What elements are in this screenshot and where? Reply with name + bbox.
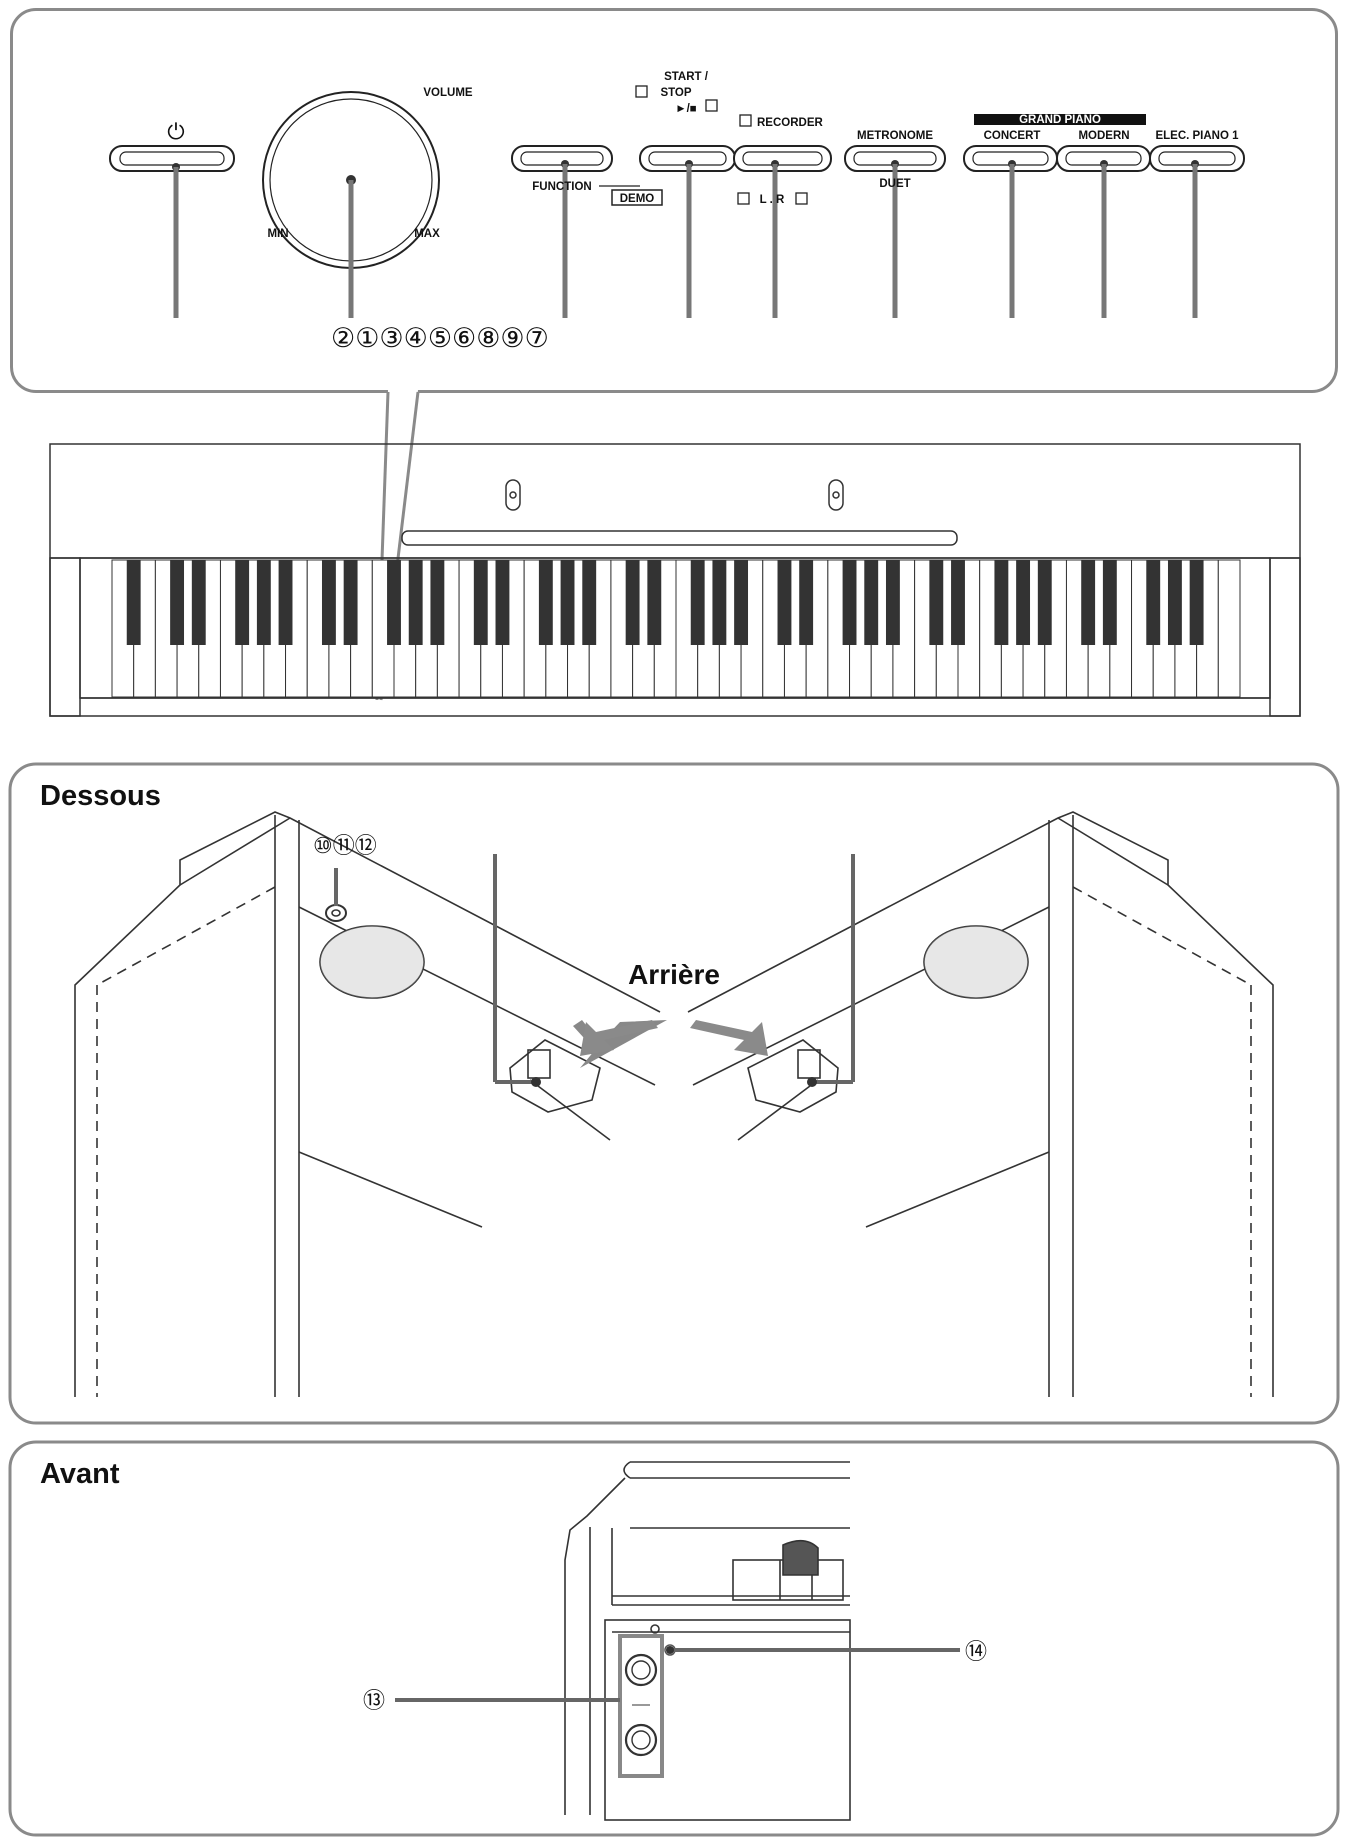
- black-key: [343, 560, 358, 645]
- rear-arrow-right-icon: [690, 1020, 768, 1056]
- recorder-label: RECORDER: [757, 117, 824, 129]
- black-key: [126, 560, 141, 645]
- control-panel-callout: [10, 8, 1338, 393]
- black-key: [560, 560, 575, 645]
- front-panel: [8, 1440, 1340, 1837]
- black-key: [1167, 560, 1182, 645]
- start-label: START /: [664, 71, 709, 83]
- black-key: [734, 560, 749, 645]
- metronome-label: METRONOME: [857, 130, 933, 142]
- duet-label: DUET: [879, 178, 910, 190]
- black-key: [321, 560, 336, 645]
- black-key: [191, 560, 206, 645]
- rear-label: Arrière: [628, 959, 720, 990]
- black-key: [538, 560, 553, 645]
- volume-max-label: MAX: [414, 228, 440, 240]
- grand-piano-label: GRAND PIANO: [1019, 114, 1101, 126]
- underside-title: Dessous: [40, 780, 161, 812]
- black-key: [994, 560, 1009, 645]
- black-key: [842, 560, 857, 645]
- piano-illustration: [49, 443, 1301, 717]
- black-key: [929, 560, 944, 645]
- power-button[interactable]: [109, 145, 235, 172]
- callout-numbers-underside: ⑩⑪⑫: [313, 833, 377, 858]
- recorder-button[interactable]: [733, 145, 832, 172]
- black-key: [712, 560, 727, 645]
- power-symbol-icon: ⏻: [167, 119, 184, 144]
- black-key: [256, 560, 271, 645]
- callout-14: ⑭: [965, 1639, 987, 1664]
- elec-piano-label: ELEC. PIANO 1: [1155, 130, 1239, 142]
- front-view: [564, 1461, 851, 1821]
- rear-arrow-left-shape: [580, 1020, 658, 1056]
- black-key: [951, 560, 965, 645]
- volume-label: VOLUME: [423, 87, 473, 99]
- black-key: [387, 560, 401, 645]
- black-key: [799, 560, 814, 645]
- black-key: [1081, 560, 1096, 645]
- black-key: [690, 560, 705, 645]
- black-key: [170, 560, 185, 645]
- black-key: [495, 560, 510, 645]
- black-key: [1102, 560, 1117, 645]
- black-key: [1146, 560, 1161, 645]
- callout-numbers-top: ②①③④⑤⑥⑧⑨⑦: [331, 323, 549, 353]
- lr-label: L . R: [760, 194, 785, 206]
- callout-13: ⑬: [363, 1688, 385, 1713]
- concert-label: CONCERT: [984, 130, 1041, 142]
- black-key: [885, 560, 900, 645]
- underside-left: [74, 811, 661, 1397]
- black-key: [430, 560, 445, 645]
- black-key: [473, 560, 488, 645]
- black-key: [864, 560, 879, 645]
- volume-min-label: MIN: [267, 228, 288, 240]
- black-key: [408, 560, 423, 645]
- black-key: [1016, 560, 1031, 645]
- stop-label: STOP: [660, 87, 691, 99]
- grand-piano-bar: [974, 114, 1146, 125]
- black-key: [777, 560, 792, 645]
- demo-label: DEMO: [620, 193, 655, 205]
- function-label: FUNCTION: [532, 181, 591, 193]
- underside-panel: [8, 762, 1340, 1425]
- black-key: [647, 560, 662, 645]
- front-title: Avant: [40, 1458, 120, 1490]
- underside-right: [687, 811, 1274, 1397]
- black-key: [1189, 560, 1204, 645]
- rear-arrow-left-icon: [573, 1020, 667, 1068]
- play-stop-icon: ►/■: [675, 103, 697, 115]
- black-key: [1037, 560, 1052, 645]
- metronome-button[interactable]: [844, 145, 946, 172]
- black-key: [582, 560, 597, 645]
- black-key: [625, 560, 640, 645]
- modern-label: MODERN: [1078, 130, 1129, 142]
- white-key: [1217, 559, 1241, 698]
- keyboard: [111, 559, 1241, 698]
- black-key: [278, 560, 293, 645]
- black-key: [235, 560, 250, 645]
- function-button[interactable]: [511, 145, 613, 172]
